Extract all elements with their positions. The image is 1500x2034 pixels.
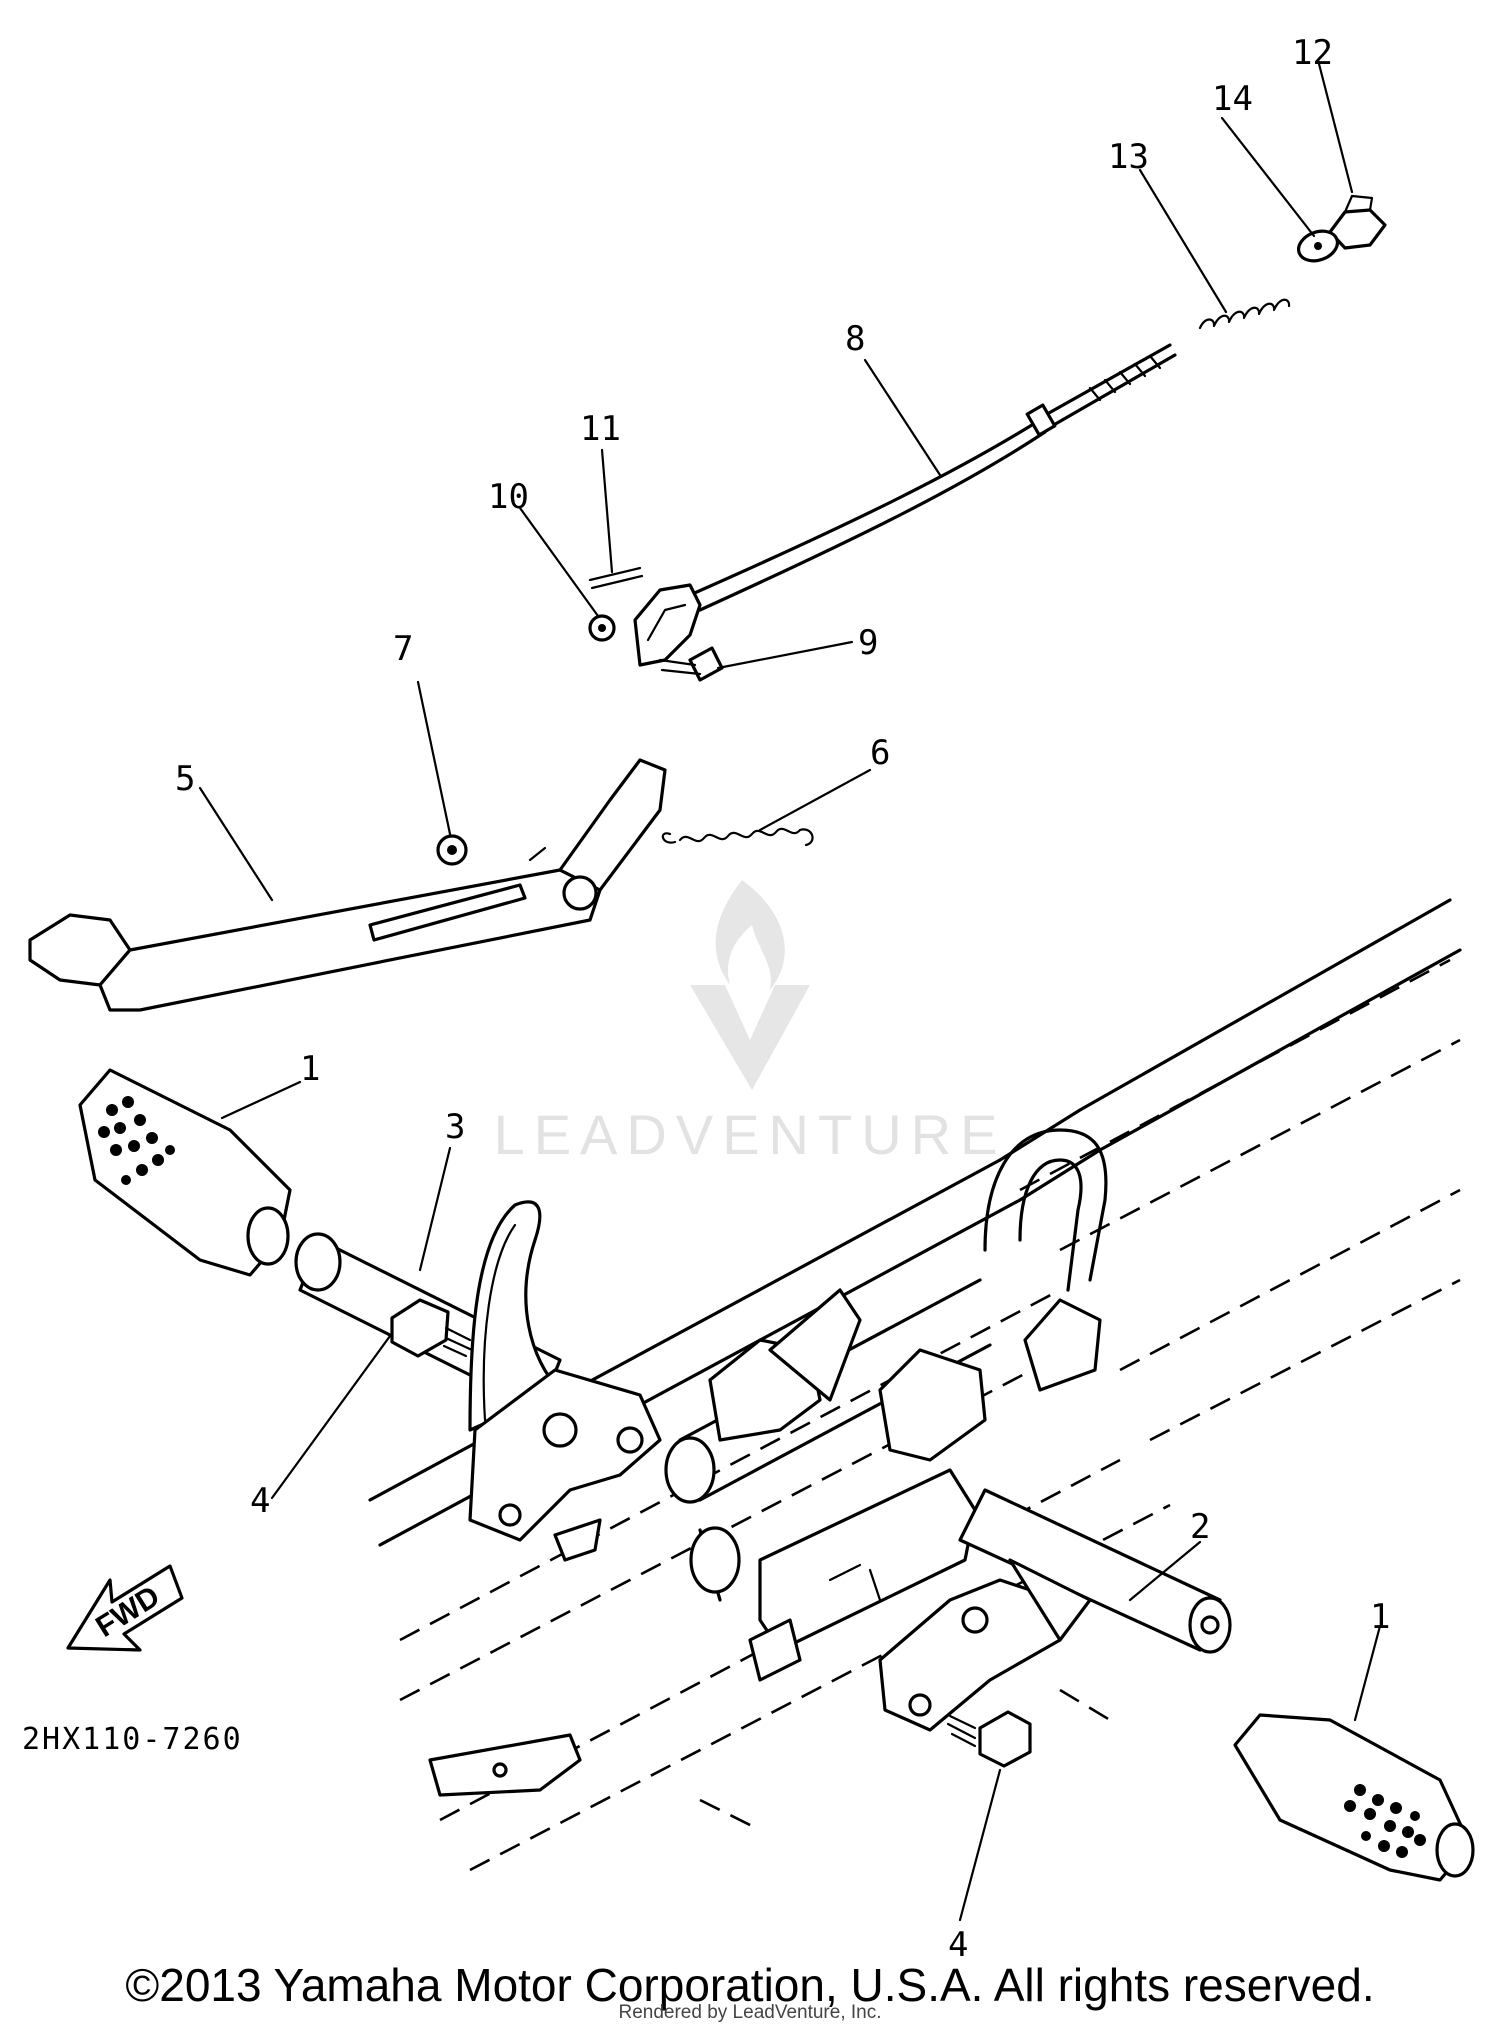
callout-14: 14 (1212, 79, 1253, 119)
callout-9: 9 (858, 623, 878, 663)
left-footrest-bar (294, 1200, 662, 1562)
joint-14 (1297, 229, 1339, 263)
fwd-arrow: FWD (66, 1564, 184, 1652)
watermark-text: LEADVENTURE (493, 1103, 1007, 1166)
brake-pedal (28, 758, 667, 1012)
washer-7 (436, 834, 468, 866)
callout-7: 7 (393, 629, 413, 669)
copyright-notice: ©2013 Yamaha Motor Corporation, U.S.A. A… (125, 1959, 1375, 2011)
rendered-by-credit: Rendered by LeadVenture, Inc. (618, 2002, 882, 2023)
right-footrest-bar (878, 1488, 1232, 1732)
callout-8: 8 (845, 319, 865, 359)
callout-5: 5 (175, 759, 195, 799)
callout-13: 13 (1108, 137, 1149, 177)
diagram-code: 2HX110-7260 (22, 1722, 243, 1757)
right-footrest-rubber (1233, 1713, 1475, 1882)
frame (368, 898, 1462, 1797)
brake-cable (688, 343, 1177, 612)
adjusting-nut-12 (1328, 194, 1387, 250)
callout-6: 6 (870, 733, 890, 773)
callout-2: 2 (1190, 1507, 1210, 1547)
callout-1-left: 1 (300, 1049, 320, 1089)
callout-11: 11 (580, 409, 621, 449)
callout-3: 3 (445, 1107, 465, 1147)
cable-end-fitting (633, 583, 702, 667)
left-footrest-rubber (78, 1068, 292, 1277)
callout-12: 12 (1292, 33, 1333, 73)
callout-4-left: 4 (250, 1481, 270, 1521)
callout-numbers: 1 1 2 3 4 4 5 6 7 8 9 10 11 12 13 14 (175, 33, 1390, 1965)
washer-10 (588, 614, 616, 642)
callout-4-right: 4 (948, 1925, 968, 1965)
bolt-left (390, 1298, 474, 1358)
brake-return-spring (661, 827, 814, 847)
bolt-right (946, 1710, 1032, 1768)
cotter-pin-11 (588, 566, 644, 590)
callout-10: 10 (488, 477, 529, 517)
callout-1-right: 1 (1370, 1597, 1390, 1637)
leader-lines (198, 58, 1382, 1922)
spring-13 (1198, 298, 1291, 330)
